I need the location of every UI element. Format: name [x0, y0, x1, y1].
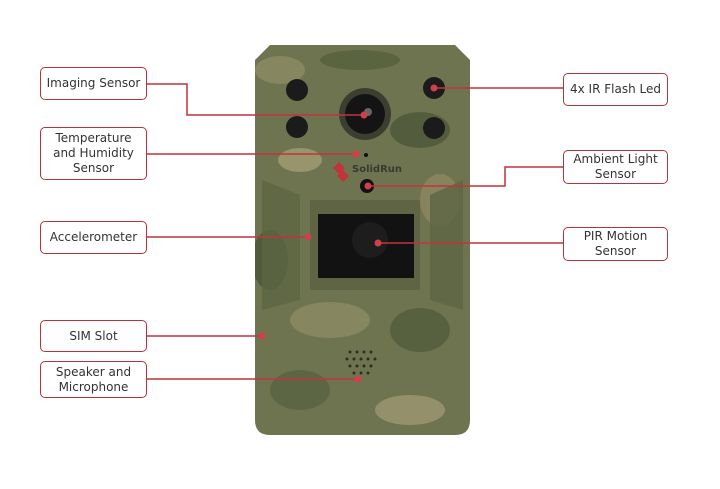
solidrun-logo	[333, 162, 349, 182]
callout-imaging-sensor: Imaging Sensor	[40, 67, 147, 100]
speaker-grille	[345, 350, 377, 375]
brand-text: SolidRun	[352, 164, 402, 175]
callout-ambient-light-sensor: Ambient Light Sensor	[563, 150, 668, 184]
callout-pir-motion-sensor: PIR Motion Sensor	[563, 227, 668, 261]
pir-window	[310, 200, 420, 290]
callout-lines	[147, 83, 563, 380]
callout-sim-slot: SIM Slot	[40, 320, 147, 352]
callout-dots	[258, 84, 438, 383]
callout-accelerometer: Accelerometer	[40, 221, 147, 254]
callout-ir-flash-led: 4x IR Flash Led	[563, 73, 668, 106]
callout-speaker-microphone: Speaker and Microphone	[40, 361, 147, 398]
callout-temperature-humidity-sensor: Temperature and Humidity Sensor	[40, 127, 147, 180]
humidity-sensor-hole	[364, 153, 368, 157]
